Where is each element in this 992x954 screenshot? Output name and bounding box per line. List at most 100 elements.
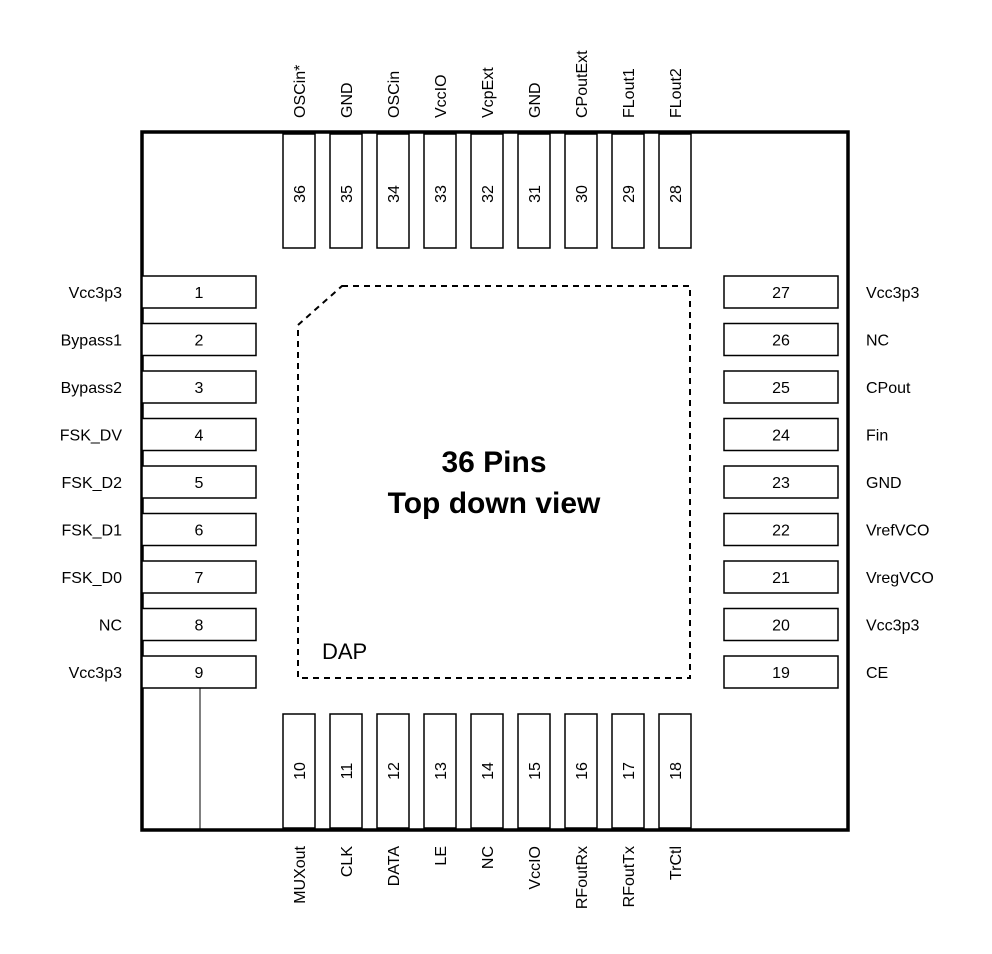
pin-27-number: 27 [772,285,790,302]
pin-15-number: 15 [527,762,544,780]
pin-34-name: OSCin [386,71,403,118]
pin-31-box [517,133,551,249]
pin-17-name: RFoutTx [621,846,638,907]
pin-7-name: FSK_D0 [62,570,123,587]
pin-20-name: Vcc3p3 [866,618,919,635]
pin-18-name: TrCtl [668,846,685,880]
pin-27-box [723,275,839,309]
pin-16-name: RFoutRx [574,846,591,909]
pin-2-number: 2 [195,333,204,350]
pin-35: 35 GND [329,82,363,249]
pin-32-number: 32 [480,185,497,203]
pin-13-name: LE [433,846,450,866]
pin-13-box [423,713,457,829]
pin-9-number: 9 [195,665,204,682]
pin-19-number: 19 [772,665,790,682]
title-line2: Top down view [388,487,601,520]
pin-30-box [564,133,598,249]
pin-33-number: 33 [433,185,450,203]
pin-35-number: 35 [339,185,356,203]
pin-8-box [141,607,257,642]
dap-label: DAP [322,639,367,664]
pin-8-name: NC [99,618,122,635]
pin-21-number: 21 [772,570,790,587]
pin-33: 33 VccIO [423,74,457,249]
pin-29-box [611,133,645,249]
pin-30-name: CPoutExt [574,50,591,118]
pin-33-name: VccIO [433,74,450,118]
pin-17-number: 17 [621,762,638,780]
pin-31: 31 GND [517,82,551,249]
pin-15-box [517,713,551,829]
pin-1-name: Vcc3p3 [69,285,122,302]
pin-31-name: GND [527,82,544,118]
pin-31-number: 31 [527,185,544,203]
pin-6-name: FSK_D1 [62,523,123,540]
pin-8: 8 NC [99,607,257,642]
pin-27-name: Vcc3p3 [866,285,919,302]
pin-19-box [723,655,839,689]
pin-7-box [141,560,257,594]
pin-2-box [141,322,257,357]
pin-20-number: 20 [772,618,790,635]
pin-5: 5 FSK_D2 [62,465,257,499]
pin-12-number: 12 [386,762,403,780]
pin-5-number: 5 [195,475,204,492]
pin-20-box [723,607,839,642]
pin-12-box [376,713,410,829]
pin-23-number: 23 [772,475,790,492]
pin-36-name: OSCin* [292,65,309,118]
pin-3-name: Bypass2 [61,380,122,397]
pin-14-number: 14 [480,762,497,780]
pin-35-box [329,133,363,249]
pin-14-box [470,713,504,829]
pin-32-box [470,133,504,249]
pin-9-name: Vcc3p3 [69,665,122,682]
pin-6-box [141,512,257,547]
pin-10-box [282,713,316,829]
pin-30-number: 30 [574,185,591,203]
pin-16-number: 16 [574,762,591,780]
pin-29-name: FLout1 [621,68,638,118]
pin-35-name: GND [339,82,356,118]
pin-33-box [423,133,457,249]
pin-5-name: FSK_D2 [62,475,123,492]
pin-14-name: NC [480,846,497,869]
pin-1-box [141,275,257,309]
pin-24-number: 24 [772,428,790,445]
bottom-pin-group: 10MUXout11CLK12DATA13LE14NC15VccIO16RFou… [282,713,692,909]
top-pin-group: 28FLout229FLout130CPoutExt31GND32VcpExt3… [282,50,692,249]
pin-27: 27 Vcc3p3 [723,275,919,309]
pin-25-box [723,370,839,404]
pin-18-box [658,713,692,829]
pin-20: 20 Vcc3p3 [723,607,919,642]
pin-19-name: CE [866,665,888,682]
pin-26-box [723,322,839,357]
pin-4-number: 4 [195,428,204,445]
pin-8-number: 8 [195,618,204,635]
pin-28-box [658,133,692,249]
pin-28-name: FLout2 [668,68,685,118]
pin-22-number: 22 [772,523,790,540]
pin-19: 19 CE [723,655,888,689]
